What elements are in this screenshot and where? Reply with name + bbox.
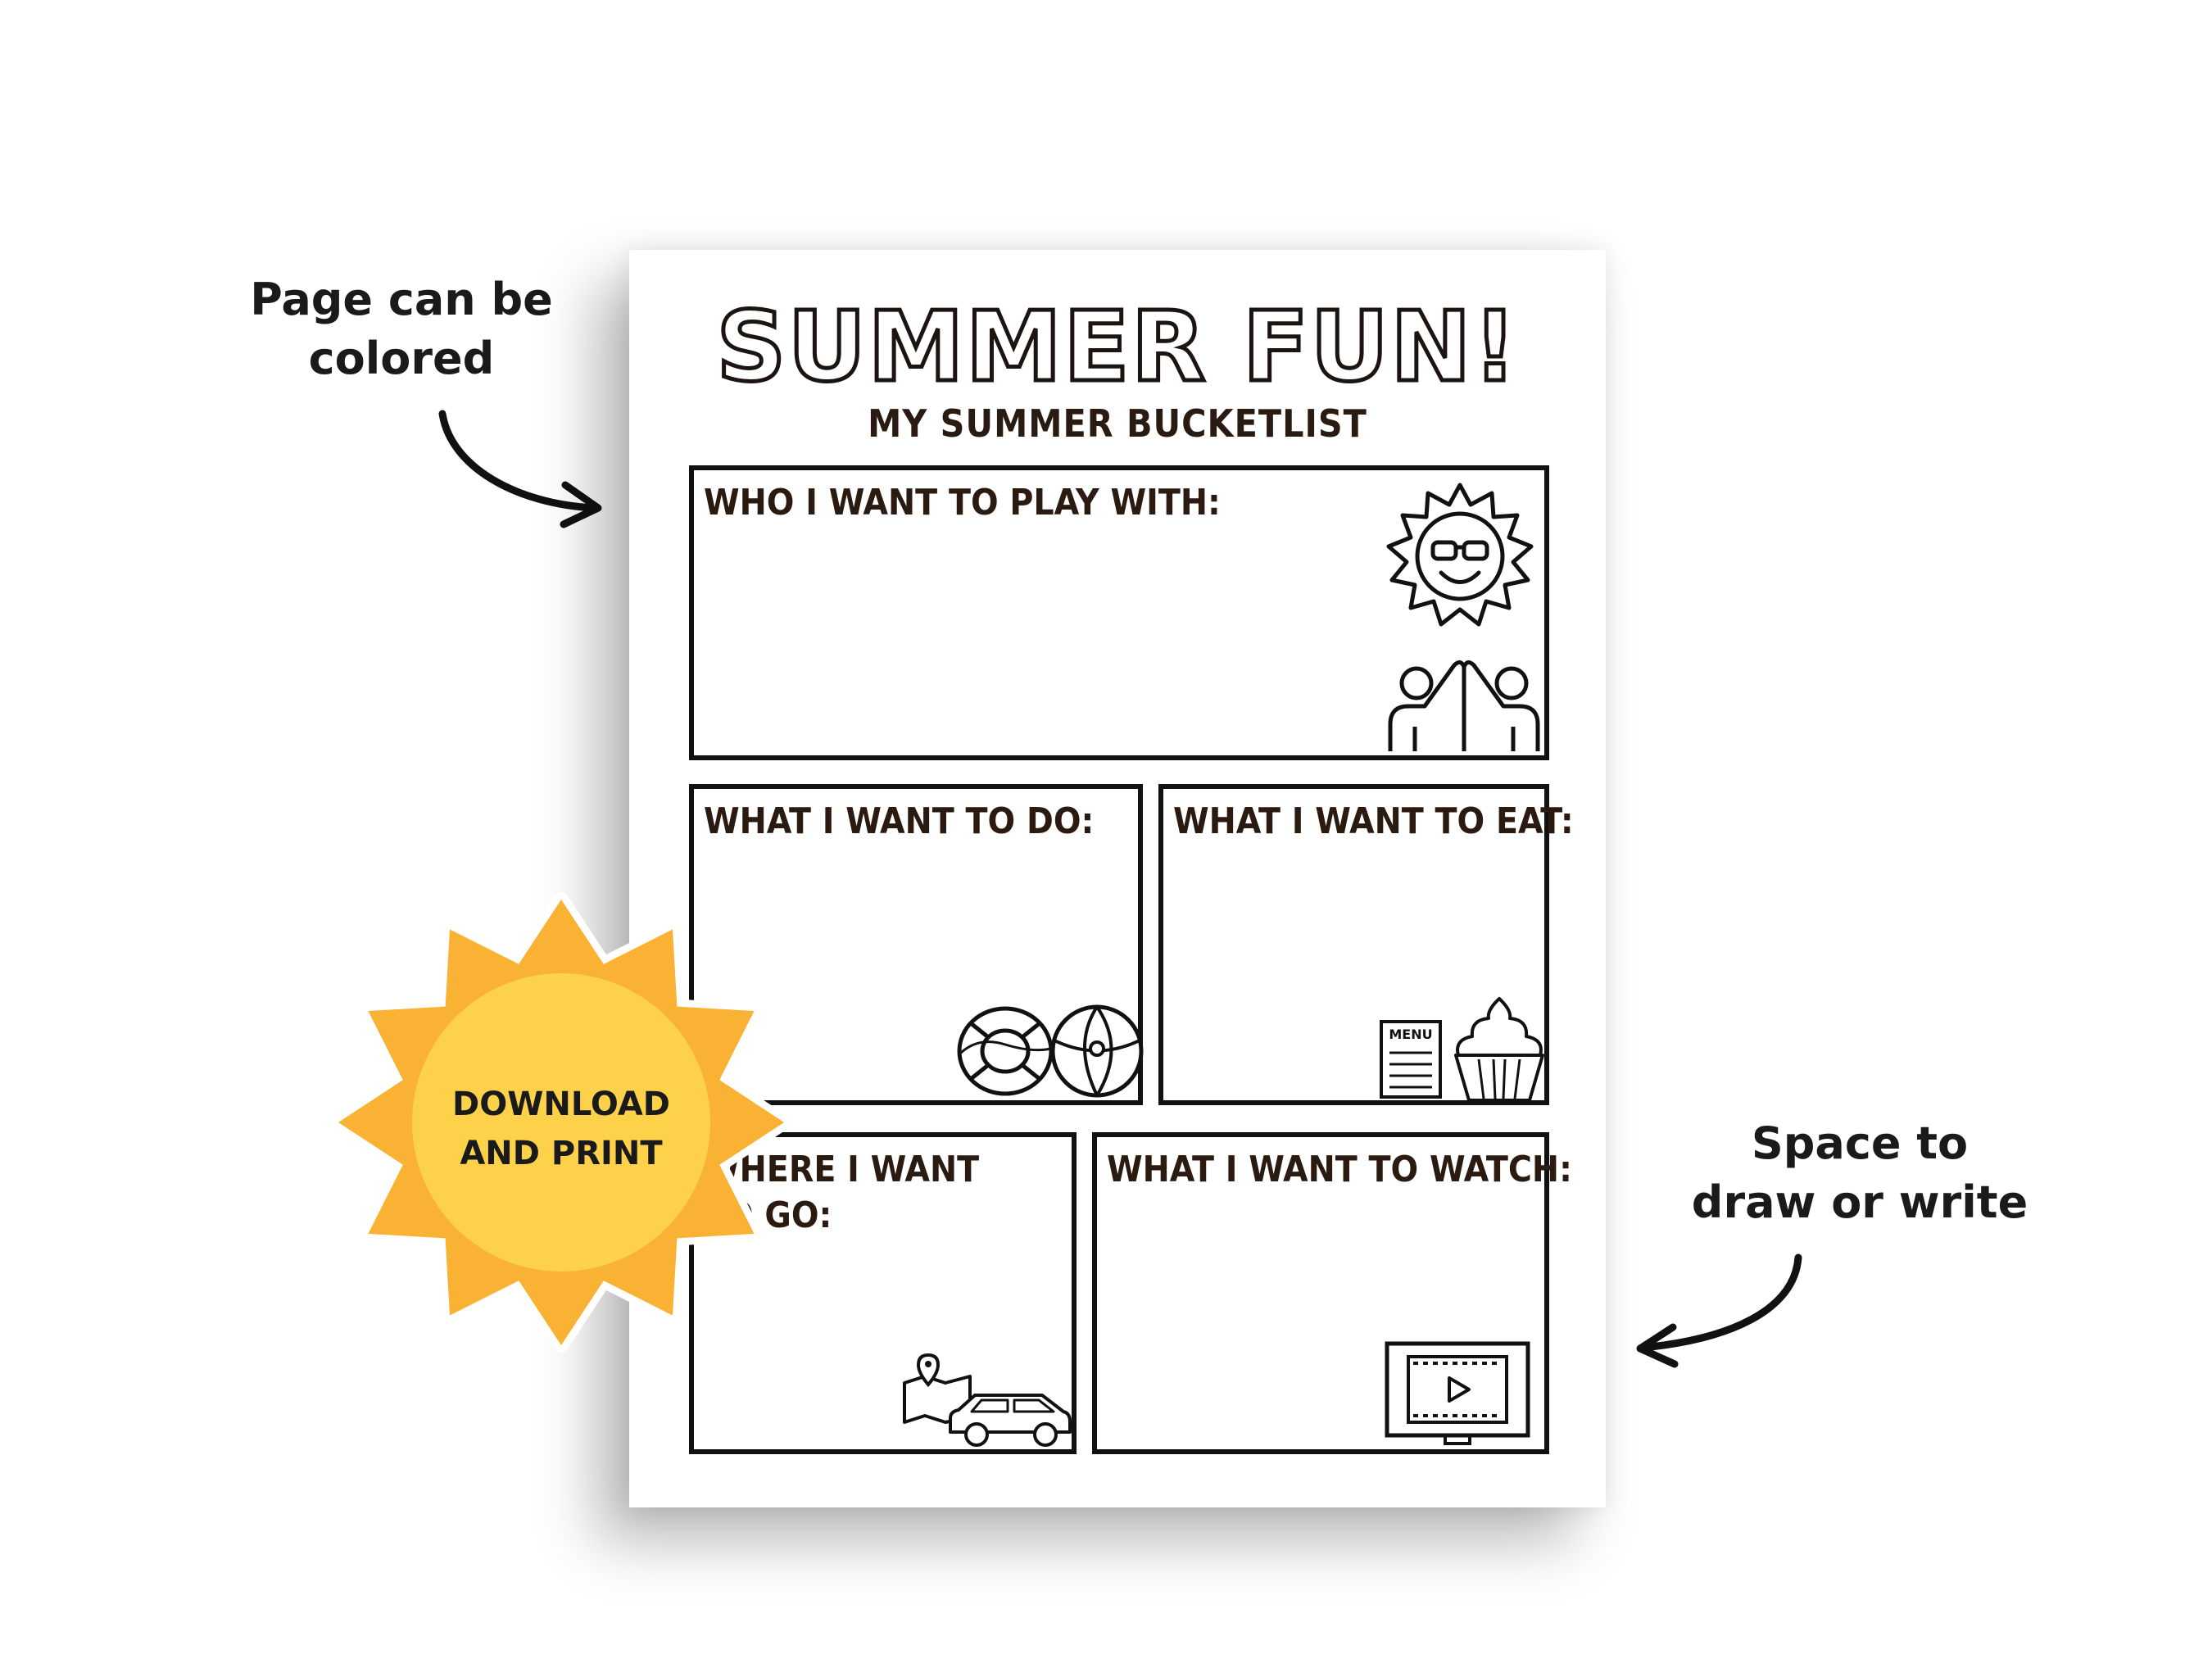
annotation-line: draw or write — [1691, 1176, 2028, 1228]
life-ring-icon — [957, 1006, 1054, 1096]
download-print-badge — [331, 892, 791, 1353]
section-label: WHAT I WANT TO EAT: — [1173, 800, 1574, 842]
annotation-line: Page can be — [250, 274, 553, 325]
section-eat: WHAT I WANT TO EAT: MENU — [1158, 784, 1574, 1105]
beach-ball-icon — [1050, 1004, 1144, 1098]
car-icon — [949, 1394, 1072, 1447]
cupcake-icon — [1454, 997, 1544, 1102]
section-label: WHAT I WANT TO DO: — [704, 800, 1095, 842]
annotation-line: colored — [308, 333, 495, 384]
curved-arrow-icon — [438, 410, 602, 528]
menu-label: MENU — [1389, 1027, 1432, 1042]
worksheet-subtitle: MY SUMMER BUCKETLIST — [868, 401, 1367, 446]
annotation-page-can-be-colored: Page can be colored — [213, 270, 590, 388]
section-go: WHERE I WANT TO GO: — [689, 1132, 1077, 1454]
sun-sunglasses-icon — [1386, 483, 1534, 627]
badge-line: DOWNLOAD — [452, 1086, 670, 1123]
annotation-line: Space to — [1751, 1117, 1969, 1169]
badge-center — [412, 973, 710, 1271]
section-watch: WHAT I WANT TO WATCH: — [1092, 1132, 1572, 1454]
badge-line: AND PRINT — [460, 1135, 663, 1172]
worksheet-page: SUMMER FUN! MY SUMMER BUCKETLIST WHO I W… — [629, 250, 1606, 1507]
section-label-line: WHERE I WANT — [704, 1149, 980, 1190]
section-label: WHO I WANT TO PLAY WITH: — [704, 482, 1221, 524]
curved-arrow-icon — [1636, 1253, 1802, 1368]
badge-text: DOWNLOAD AND PRINT — [328, 1080, 795, 1178]
video-screen-icon — [1385, 1341, 1530, 1445]
section-play: WHO I WANT TO PLAY WITH: — [689, 465, 1549, 760]
menu-icon: MENU — [1380, 1020, 1442, 1099]
section-label: WHAT I WANT TO WATCH: — [1107, 1149, 1572, 1190]
section-do: WHAT I WANT TO DO: — [689, 784, 1144, 1105]
worksheet-title: SUMMER FUN! — [714, 288, 1519, 406]
high-five-icon — [1388, 660, 1540, 751]
annotation-space-to-draw: Space to draw or write — [1647, 1114, 2073, 1232]
